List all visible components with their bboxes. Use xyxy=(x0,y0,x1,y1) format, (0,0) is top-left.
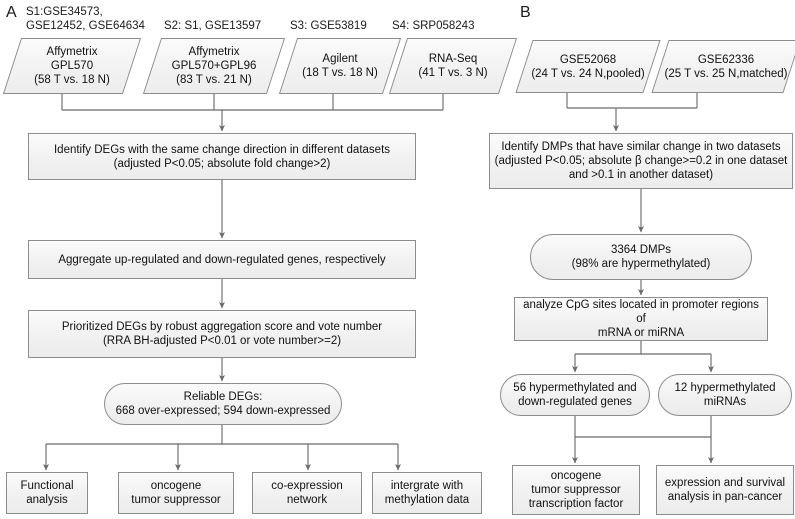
caption-s2: S2: S1, GSE13597 xyxy=(164,20,262,32)
source-node-s4[interactable]: RNA-Seq (41 T vs. 3 N) xyxy=(388,38,518,94)
caption-s1: S1:GSE34573, GSE12452, GSE64634 xyxy=(26,6,145,32)
outcome-expression-survival-analysis[interactable]: expression and survival analysis in pan-… xyxy=(656,465,794,515)
outcome-functional-analysis[interactable]: Functional analysis xyxy=(6,472,88,514)
source-node-gse52068[interactable]: GSE52068 (24 T vs. 24 N,pooled) xyxy=(515,40,661,93)
caption-s3: S3: GSE53819 xyxy=(290,20,367,32)
panel-letter-b: B xyxy=(520,4,531,21)
panel-letter-a: A xyxy=(6,4,17,21)
source-node-s3[interactable]: Agilent (18 T vs. 18 N) xyxy=(278,38,402,94)
caption-s4: S4: SRP058243 xyxy=(392,20,475,32)
result-hypermethylated-mirnas[interactable]: 12 hypermethylated miRNAs xyxy=(658,374,792,416)
result-reliable-degs[interactable]: Reliable DEGs: 668 over-expressed; 594 d… xyxy=(104,383,342,425)
result-hypermethylated-genes[interactable]: 56 hypermethylated and down-regulated ge… xyxy=(500,374,650,416)
source-node-gse52068-label: GSE52068 (24 T vs. 24 N,pooled) xyxy=(531,53,645,80)
process-analyze-cpg-sites[interactable]: analyze CpG sites located in promoter re… xyxy=(514,297,768,341)
outcome-oncogene-transcription-factor[interactable]: oncogene tumor suppressor transcription … xyxy=(512,465,640,515)
source-node-s2-label: Affymetrix GPL570+GPL96 (83 T vs. 21 N) xyxy=(171,46,257,86)
source-node-s1[interactable]: Affymetrix GPL570 (58 T vs. 18 N) xyxy=(2,38,142,94)
outcome-integrate-methylation[interactable]: intergrate with methylation data xyxy=(372,472,482,514)
process-prioritize-degs[interactable]: Prioritized DEGs by robust aggregation s… xyxy=(28,310,416,358)
source-node-gse62336-label: GSE62336 (25 T vs. 25 N,matched) xyxy=(664,53,788,80)
outcome-oncogene-tumor-suppressor[interactable]: oncogene tumor suppressor xyxy=(118,472,234,514)
source-node-s3-label: Agilent (18 T vs. 18 N) xyxy=(302,53,378,79)
outcome-co-expression-network[interactable]: co-expression network xyxy=(252,472,362,514)
result-3364-dmps[interactable]: 3364 DMPs (98% are hypermethylated) xyxy=(530,234,752,280)
source-node-s4-label: RNA-Seq (41 T vs. 3 N) xyxy=(418,53,488,79)
process-identify-dmps[interactable]: Identify DMPs that have similar change i… xyxy=(489,133,793,189)
source-node-gse62336[interactable]: GSE62336 (25 T vs. 25 N,matched) xyxy=(651,40,795,93)
process-identify-degs[interactable]: Identify DEGs with the same change direc… xyxy=(28,133,416,180)
process-aggregate-genes[interactable]: Aggregate up-regulated and down-regulate… xyxy=(28,240,416,279)
source-node-s2[interactable]: Affymetrix GPL570+GPL96 (83 T vs. 21 N) xyxy=(142,38,286,94)
source-node-s1-label: Affymetrix GPL570 (58 T vs. 18 N) xyxy=(34,46,110,86)
